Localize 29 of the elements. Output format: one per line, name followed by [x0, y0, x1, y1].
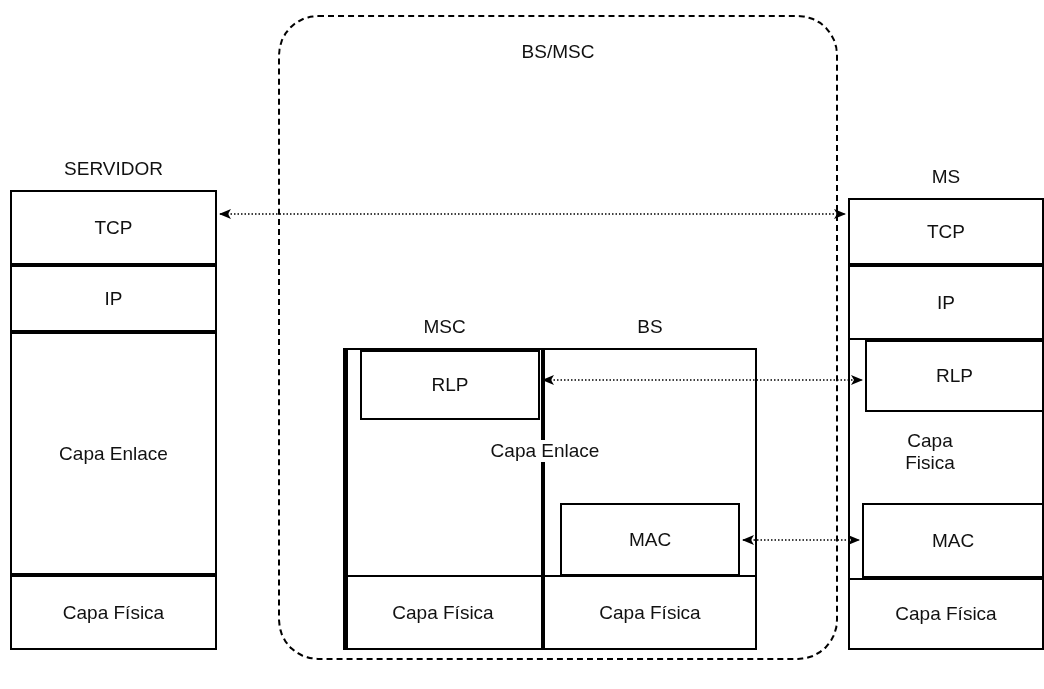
layer-name: MAC [627, 528, 673, 551]
layer-name: Capa Física [598, 601, 702, 624]
double-arrow [219, 209, 846, 219]
layer-box [10, 265, 217, 332]
layer-box [560, 503, 740, 576]
layer-name: Capa Física [61, 601, 166, 624]
layer-name: MAC [930, 529, 976, 552]
stack-heading: SERVIDOR [63, 158, 164, 180]
layer-name: TCP [926, 220, 966, 243]
layer-name: TCP [93, 216, 134, 239]
layer-name: Capa Física [391, 601, 495, 624]
stack-heading: MSC [422, 316, 467, 338]
layer-name: Capa Física [894, 603, 998, 625]
layer-box [360, 350, 540, 420]
stack-heading: MS [930, 166, 962, 188]
layer-name: RLP [935, 365, 974, 387]
stack-heading: BS [636, 316, 664, 338]
stack-heading: BS/MSC [520, 41, 596, 63]
layer-box [848, 265, 1044, 340]
layer-name: IP [103, 287, 124, 310]
double-arrow [542, 375, 863, 385]
layer-name: RLP [430, 374, 470, 396]
layer-box [865, 340, 1044, 412]
layer-box [862, 503, 1044, 578]
double-arrow [742, 535, 860, 545]
layer-name: IP [936, 291, 956, 314]
layer-name: Capa Fisica [904, 430, 956, 474]
layer-box [10, 332, 217, 575]
layer-name: Capa Enlace [58, 442, 169, 465]
